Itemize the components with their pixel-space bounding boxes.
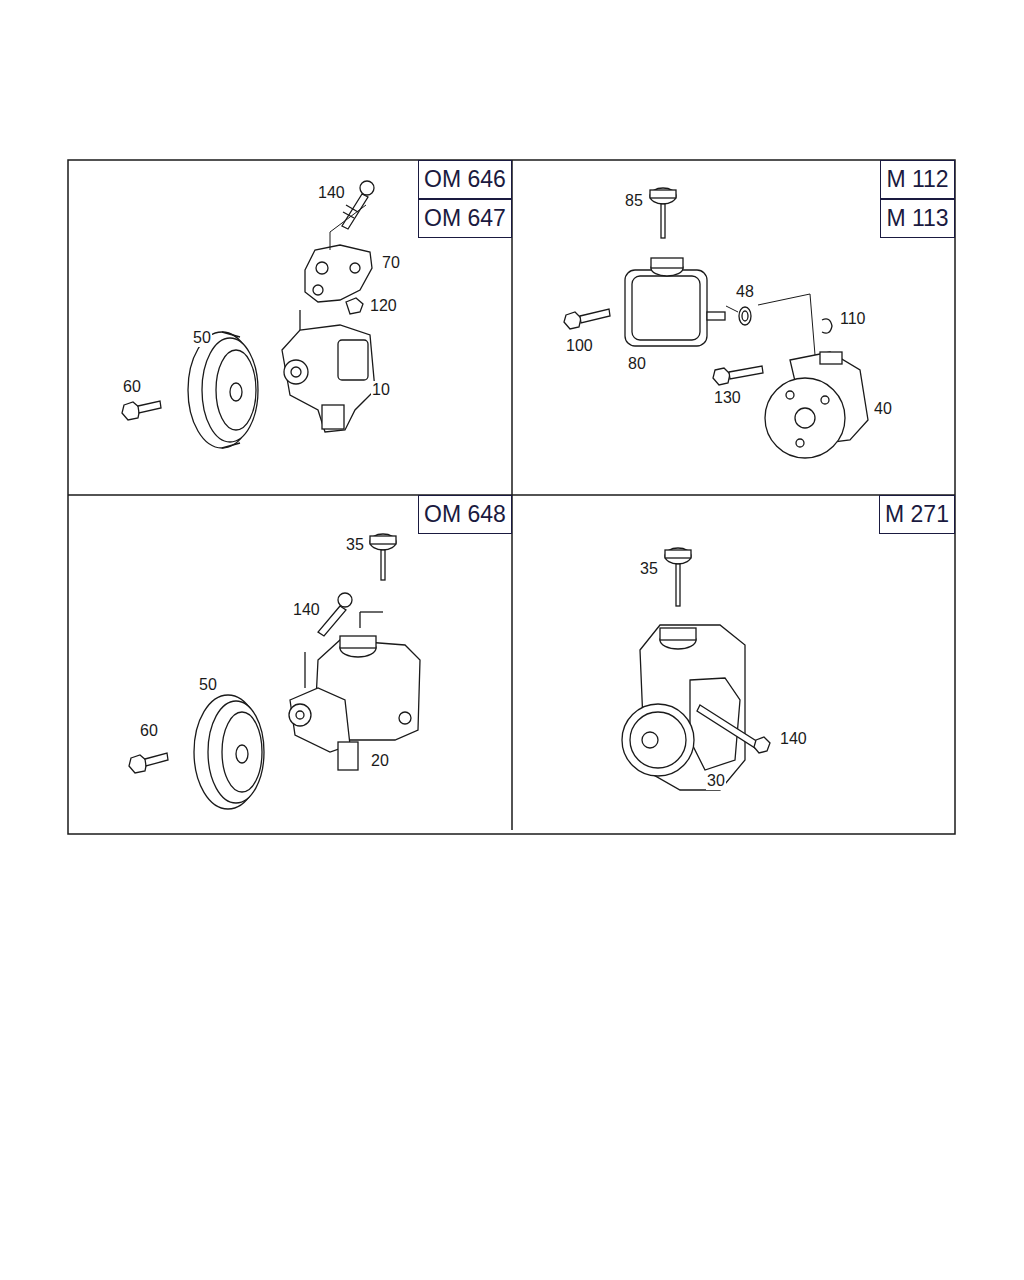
callout-number: 50 <box>192 329 212 347</box>
callout-number: 50 <box>198 676 218 694</box>
engine-code: M 112 <box>886 166 948 193</box>
callout-number: 40 <box>873 400 893 418</box>
callout-number: 60 <box>122 378 142 396</box>
callout-number: 10 <box>371 381 391 399</box>
engine-code-box: M 112 <box>880 160 955 199</box>
callout-number: 35 <box>639 560 659 578</box>
engine-code: OM 646 <box>424 166 506 193</box>
callout-number: 140 <box>779 730 808 748</box>
callout-number: 70 <box>381 254 401 272</box>
engine-code-box: OM 646 <box>418 160 512 199</box>
callout-number: 100 <box>565 337 594 355</box>
engine-code: OM 647 <box>424 205 506 232</box>
engine-code: OM 648 <box>424 501 506 528</box>
engine-code: M 113 <box>886 205 948 232</box>
callout-number: 60 <box>139 722 159 740</box>
callout-number: 48 <box>735 283 755 301</box>
callout-number: 130 <box>713 389 742 407</box>
engine-code-box: OM 647 <box>418 199 512 238</box>
callout-number: 30 <box>706 772 726 790</box>
engine-code-box: M 271 <box>879 495 955 534</box>
callout-number: 20 <box>370 752 390 770</box>
engine-code-box: OM 648 <box>418 495 512 534</box>
callout-number: 35 <box>345 536 365 554</box>
callout-number: 140 <box>317 184 346 202</box>
engine-code-box: M 113 <box>880 199 955 238</box>
callout-number: 85 <box>624 192 644 210</box>
engine-code: M 271 <box>885 501 949 528</box>
callout-number: 140 <box>292 601 321 619</box>
callout-number: 110 <box>839 310 867 328</box>
callout-number: 120 <box>369 297 398 315</box>
callout-number: 80 <box>627 355 647 373</box>
